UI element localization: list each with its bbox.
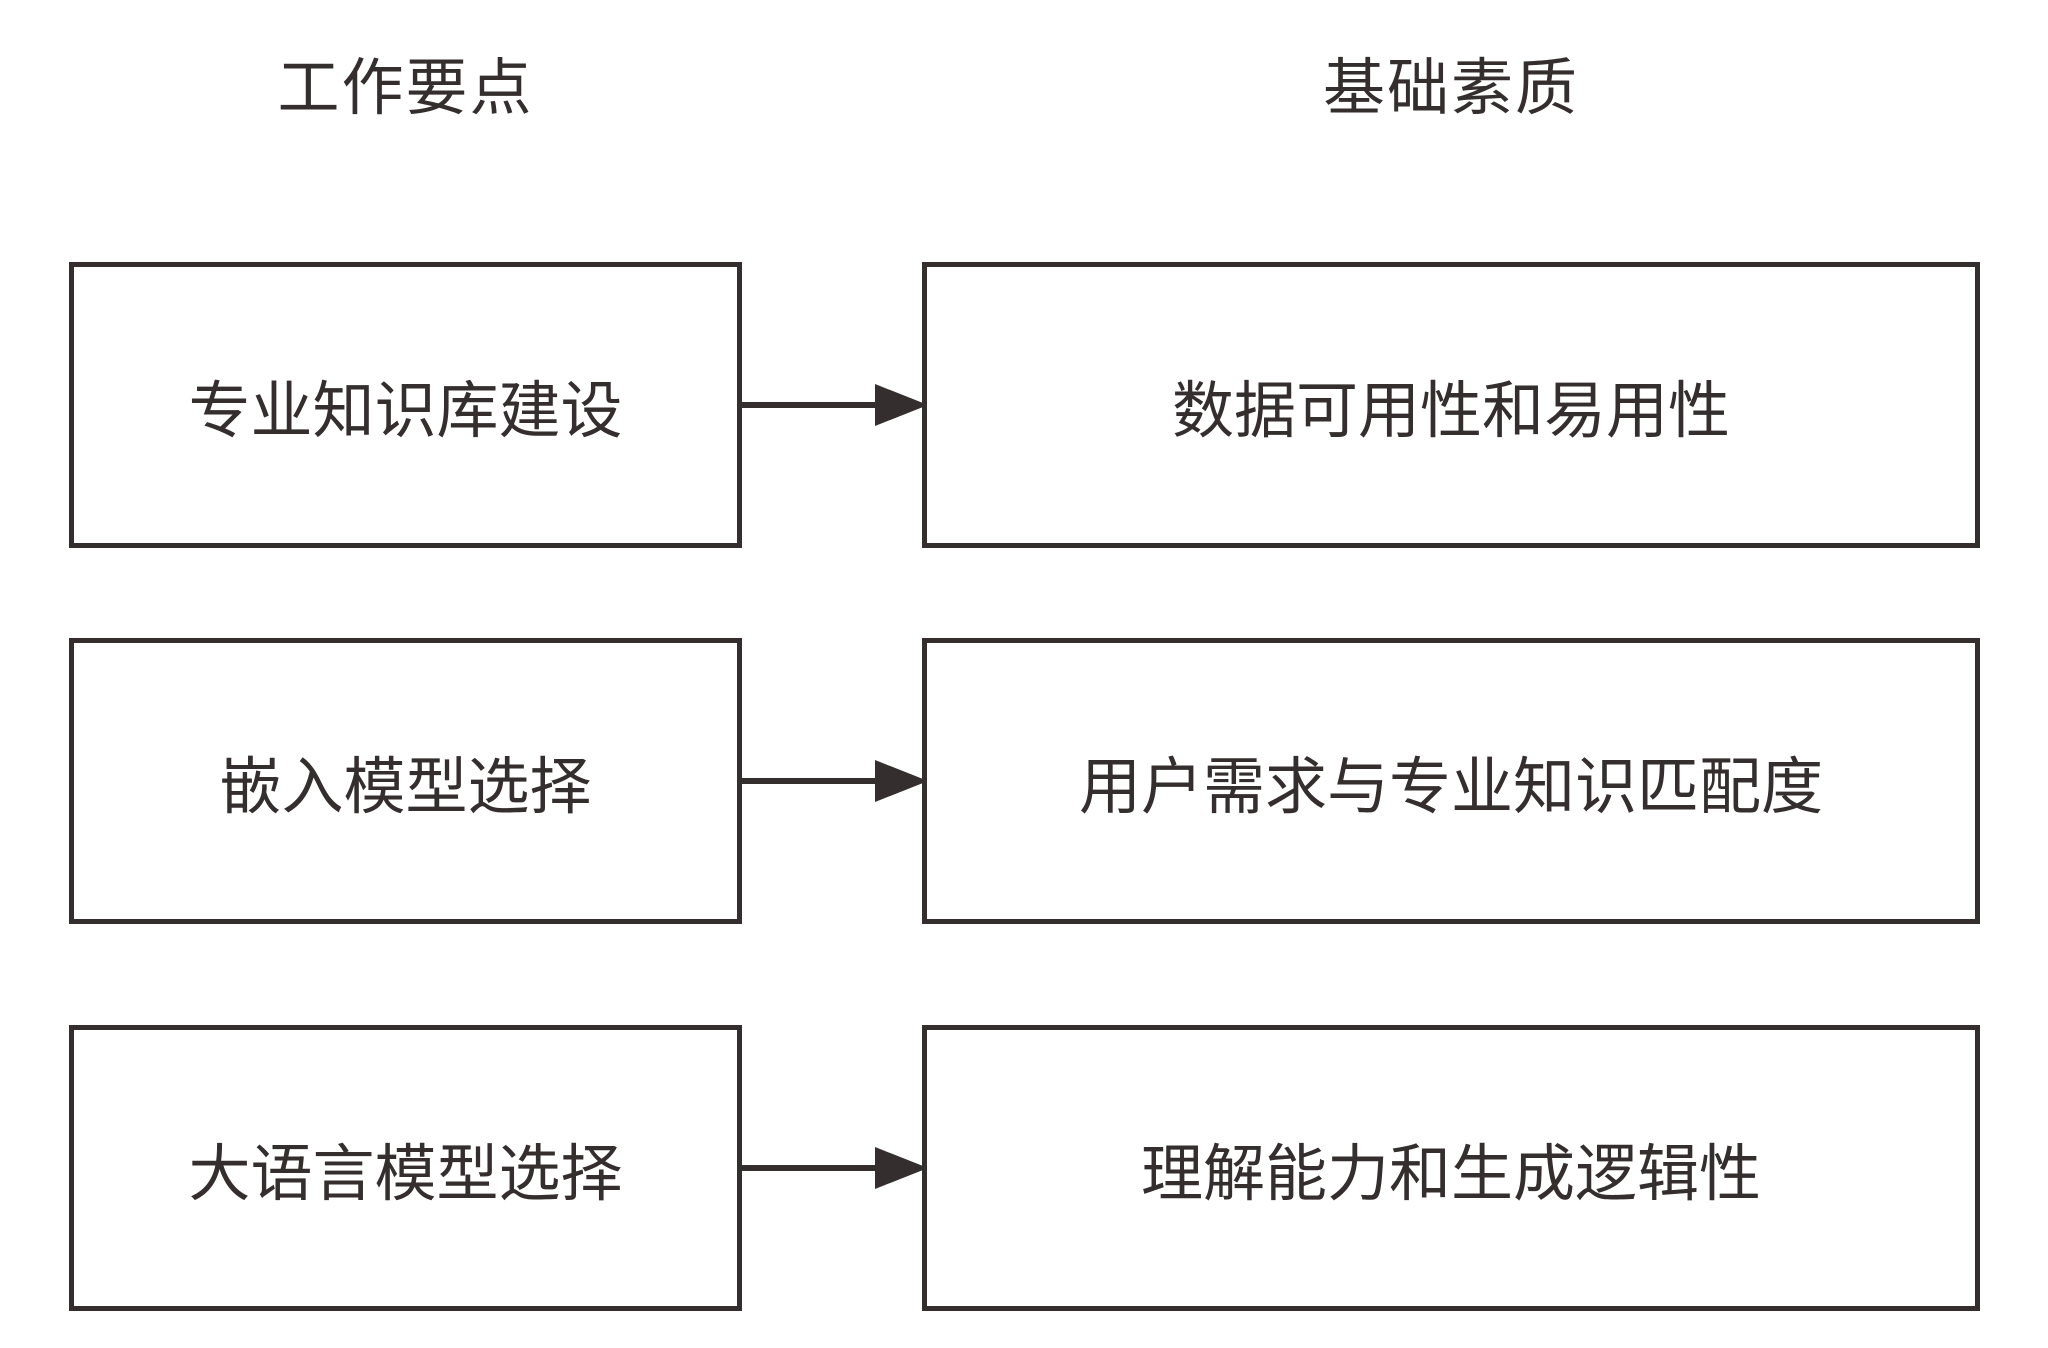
quality-label-2: 用户需求与专业知识匹配度 [1078,754,1823,822]
flow-row-2: 嵌入模型选择 用户需求与专业知识匹配度 [0,638,2048,924]
flow-row-1: 专业知识库建设 数据可用性和易用性 [0,262,2048,548]
arrow-shaft [742,402,882,408]
work-point-box-3: 大语言模型选择 [69,1025,742,1311]
arrow-right-icon [742,638,930,924]
quality-box-1: 数据可用性和易用性 [922,262,1980,548]
arrow-shaft [742,778,882,784]
arrow-right-icon [742,1025,930,1311]
column-header-work-points: 工作要点 [277,55,534,123]
work-point-box-1: 专业知识库建设 [69,262,742,548]
flow-row-3: 大语言模型选择 理解能力和生成逻辑性 [0,1025,2048,1311]
arrow-head [875,760,928,802]
work-point-label-3: 大语言模型选择 [188,1141,623,1209]
column-header-basic-qualities: 基础素质 [1322,55,1579,123]
quality-box-3: 理解能力和生成逻辑性 [922,1025,1980,1311]
quality-label-1: 数据可用性和易用性 [1171,378,1730,446]
arrow-head [875,384,928,426]
arrow-head [875,1147,928,1189]
work-point-label-1: 专业知识库建设 [188,378,623,446]
quality-box-2: 用户需求与专业知识匹配度 [922,638,1980,924]
arrow-shaft [742,1165,882,1171]
work-point-label-2: 嵌入模型选择 [219,754,592,822]
quality-label-3: 理解能力和生成逻辑性 [1140,1141,1761,1209]
work-point-box-2: 嵌入模型选择 [69,638,742,924]
arrow-right-icon [742,262,930,548]
